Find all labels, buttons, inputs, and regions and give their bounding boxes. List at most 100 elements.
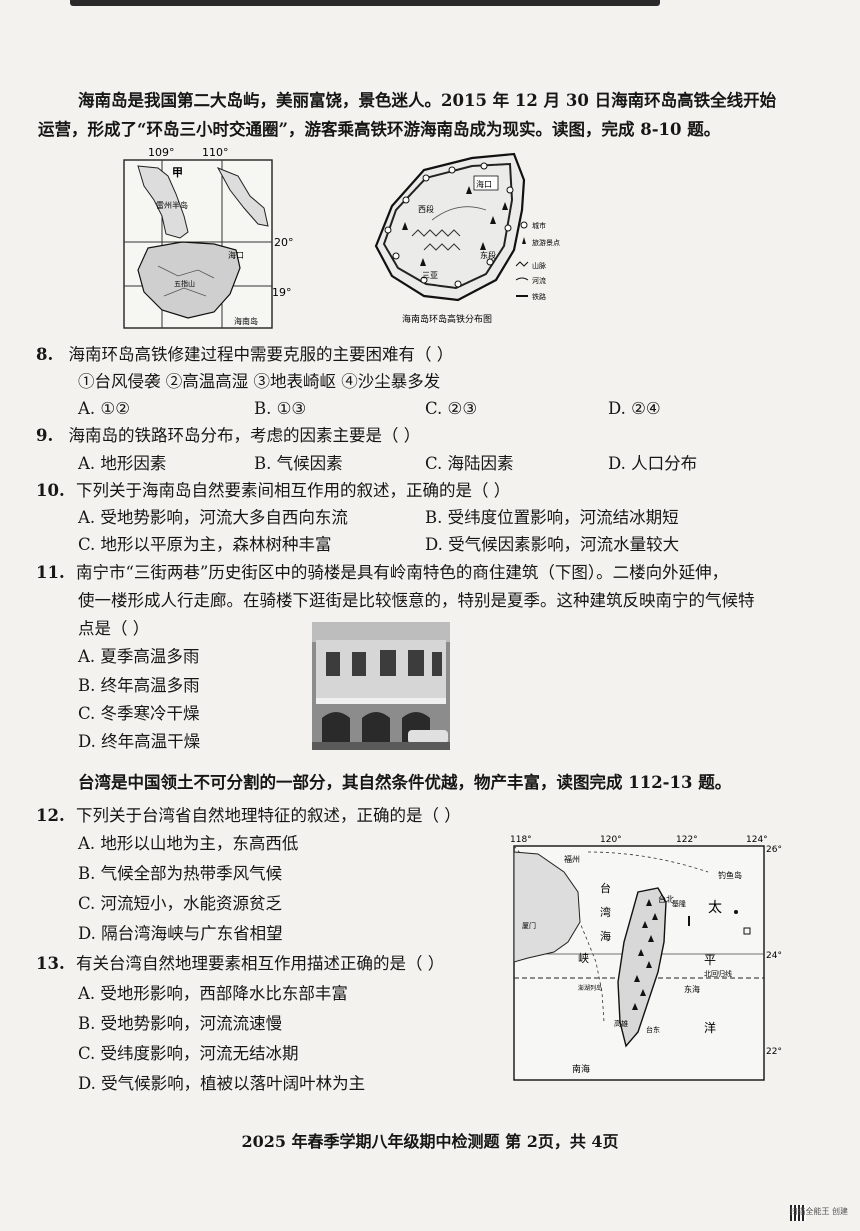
- map1-lat-19: 19°: [272, 286, 292, 299]
- map3-lon-120: 120°: [600, 835, 622, 845]
- q11-option-b[interactable]: B. 终年高温多雨: [78, 676, 200, 695]
- map3-lat-24: 24°: [766, 951, 782, 961]
- q11-line-1-row: 11. 南宁市“三街两巷”历史街区中的骑楼是具有岭南特色的商住建筑（下图）。二楼…: [36, 560, 728, 586]
- q13-option-d[interactable]: D. 受气候影响，植被以落叶阔叶林为主: [78, 1074, 366, 1093]
- map1-label-hainan: 海南岛: [234, 316, 258, 326]
- q11-option-a[interactable]: A. 夏季高温多雨: [78, 647, 200, 666]
- q8-option-d[interactable]: D. ②④: [608, 399, 661, 418]
- q9-number: 9.: [36, 426, 54, 445]
- q9-option-c[interactable]: C. 海陆因素: [425, 454, 514, 473]
- map3-pacific-1: 太: [708, 900, 722, 916]
- hainan-railway-map: 海口 西段 东段 三亚 城市 旅游景点 山脉 河流 铁路 海南岛环岛高铁分布图: [374, 152, 560, 325]
- map3-tropic: 北回归线: [704, 969, 732, 978]
- map2-caption: 海南岛环岛高铁分布图: [402, 313, 492, 325]
- top-border: [70, 0, 660, 6]
- q12-option-c[interactable]: C. 河流短小，水能资源贫乏: [78, 894, 283, 913]
- map2-legend-rail: 铁路: [532, 292, 546, 301]
- q10-option-a[interactable]: A. 受地势影响，河流大多自西向东流: [78, 508, 348, 527]
- q8-stem: 海南环岛高铁修建过程中需要克服的主要困难有（ ）: [68, 345, 454, 364]
- map2-legend-river: 河流: [532, 276, 546, 285]
- map3-pacific-3: 洋: [704, 1020, 716, 1035]
- hainan-location-map: 109° 110° 20° 19° 甲 雷州半岛 海口 五指山 海南岛: [123, 146, 294, 329]
- map3-donghai: 东海: [684, 984, 700, 994]
- page-footer: 2025 年春季学期八年级期中检测题 第 2页，共 4页: [241, 1132, 619, 1151]
- map3-diaoyudao: 钓鱼岛: [718, 870, 742, 880]
- map3-strait-4: 峡: [578, 951, 589, 965]
- q8-stem-row: 8. 海南环岛高铁修建过程中需要克服的主要困难有（ ）: [36, 342, 453, 368]
- q11-line-3: 点是（ ）: [78, 619, 150, 638]
- q10-number: 10.: [36, 481, 65, 500]
- map2-legend-city: 城市: [532, 221, 546, 230]
- map3-fuzhou: 福州: [564, 855, 580, 864]
- map2-legend-mountain: 山脉: [532, 261, 546, 270]
- q12-option-d[interactable]: D. 隔台湾海峡与广东省相望: [78, 924, 283, 943]
- q12-option-a[interactable]: A. 地形以山地为主，东高西低: [78, 834, 299, 853]
- intro-line-1: 海南岛是我国第二大岛屿，美丽富饶，景色迷人。2015 年 12 月 30 日海南…: [78, 91, 777, 110]
- q11-line-1: 南宁市“三街两巷”历史街区中的骑楼是具有岭南特色的商住建筑（下图）。二楼向外延伸…: [75, 563, 729, 582]
- q11-option-d[interactable]: D. 终年高温干燥: [78, 732, 201, 751]
- map3-nanhai: 南海: [572, 1063, 590, 1075]
- map1-label-haikou: 海口: [228, 250, 244, 260]
- map3-lat-22: 22°: [766, 1047, 782, 1057]
- map2-xiduan: 西段: [418, 204, 434, 214]
- q9-option-b[interactable]: B. 气候因素: [254, 454, 343, 473]
- scanner-watermark: 扫描全能王 创建: [789, 1207, 848, 1216]
- q9-stem-row: 9. 海南岛的铁路环岛分布，考虑的因素主要是（ ）: [36, 423, 420, 449]
- map3-strait-2: 湾: [600, 905, 611, 919]
- q13-option-b[interactable]: B. 受地势影响，河流流速慢: [78, 1014, 283, 1033]
- q11-number: 11.: [36, 563, 65, 582]
- q11-line-2: 使一楼形成人行走廊。在骑楼下逛街是比较惬意的，特别是夏季。这种建筑反映南宁的气候…: [78, 591, 755, 610]
- map3-strait-1: 台: [600, 881, 611, 895]
- map3-pacific-2: 平: [704, 953, 716, 967]
- map3-taipei: 台北: [658, 894, 674, 904]
- q13-stem-row: 13. 有关台湾自然地理要素相互作用描述正确的是（ ）: [36, 951, 444, 977]
- map1-label-wuzhishan: 五指山: [174, 279, 195, 288]
- map1-lon-109: 109°: [148, 146, 175, 159]
- map3-penghu: 澎湖列岛: [578, 984, 602, 992]
- map3-keelung: 基隆: [672, 899, 686, 908]
- q12-stem: 下列关于台湾省自然地理特征的叙述，正确的是（ ）: [75, 806, 461, 825]
- q11-option-c[interactable]: C. 冬季寒冷干燥: [78, 704, 200, 723]
- map1-label-leizhou: 雷州半岛: [156, 200, 188, 210]
- q9-option-a[interactable]: A. 地形因素: [78, 454, 167, 473]
- map3-lon-124: 124°: [746, 835, 768, 845]
- map3-strait-3: 海: [600, 929, 611, 943]
- q13-option-a[interactable]: A. 受地形影响，西部降水比东部丰富: [78, 984, 348, 1003]
- q10-option-d[interactable]: D. 受气候因素影响，河流水量较大: [425, 535, 680, 554]
- q8-option-b[interactable]: B. ①③: [254, 399, 307, 418]
- q12-option-b[interactable]: B. 气候全部为热带季风气候: [78, 864, 283, 883]
- map2-dongduan: 东段: [480, 250, 496, 260]
- q8-items: ①台风侵袭 ②高温高湿 ③地表崎岖 ④沙尘暴多发: [78, 372, 441, 391]
- arcade-building-photo: [312, 622, 450, 750]
- q13-option-c[interactable]: C. 受纬度影响，河流无结冰期: [78, 1044, 299, 1063]
- q10-option-b[interactable]: B. 受纬度位置影响，河流结冰期短: [425, 508, 679, 527]
- map2-legend-scenic: 旅游景点: [532, 238, 560, 247]
- map3-lon-122: 122°: [676, 835, 698, 845]
- q8-number: 8.: [36, 345, 54, 364]
- taiwan-map: 118° 120° 122° 124° 26° 24° 22° 福州 钓鱼岛 台…: [510, 835, 782, 1081]
- qr-code-icon: [790, 1205, 806, 1221]
- map3-lat-26: 26°: [766, 845, 782, 855]
- intro-line-2: 运营，形成了“环岛三小时交通圈”，游客乘高铁环游海南岛成为现实。读图，完成 8-…: [38, 120, 721, 139]
- q10-option-c[interactable]: C. 地形以平原为主，森林树种丰富: [78, 535, 332, 554]
- map2-sanya: 三亚: [422, 271, 438, 280]
- map1-label-jia: 甲: [172, 166, 183, 179]
- q9-stem: 海南岛的铁路环岛分布，考虑的因素主要是（ ）: [68, 426, 421, 445]
- map3-lon-118: 118°: [510, 835, 532, 845]
- map2-haikou: 海口: [476, 179, 492, 189]
- q8-option-a[interactable]: A. ①②: [78, 399, 130, 418]
- q8-option-c[interactable]: C. ②③: [425, 399, 478, 418]
- q12-number: 12.: [36, 806, 65, 825]
- map3-xiamen: 厦门: [522, 921, 536, 930]
- q10-stem-row: 10. 下列关于海南岛自然要素间相互作用的叙述，正确的是（ ）: [36, 478, 510, 504]
- intro2-text: 台湾是中国领土不可分割的一部分，其自然条件优越，物产丰富，读图完成 112-13…: [78, 773, 732, 792]
- q13-number: 13.: [36, 954, 65, 973]
- q12-stem-row: 12. 下列关于台湾省自然地理特征的叙述，正确的是（ ）: [36, 803, 461, 829]
- map1-lat-20: 20°: [274, 236, 294, 249]
- q9-option-d[interactable]: D. 人口分布: [608, 454, 698, 473]
- map3-kaohsiung: 高雄: [614, 1019, 628, 1028]
- q10-stem: 下列关于海南岛自然要素间相互作用的叙述，正确的是（ ）: [75, 481, 511, 500]
- map3-taitung: 台东: [646, 1025, 660, 1034]
- q13-stem: 有关台湾自然地理要素相互作用描述正确的是（ ）: [75, 954, 445, 973]
- map1-lon-110: 110°: [202, 146, 229, 159]
